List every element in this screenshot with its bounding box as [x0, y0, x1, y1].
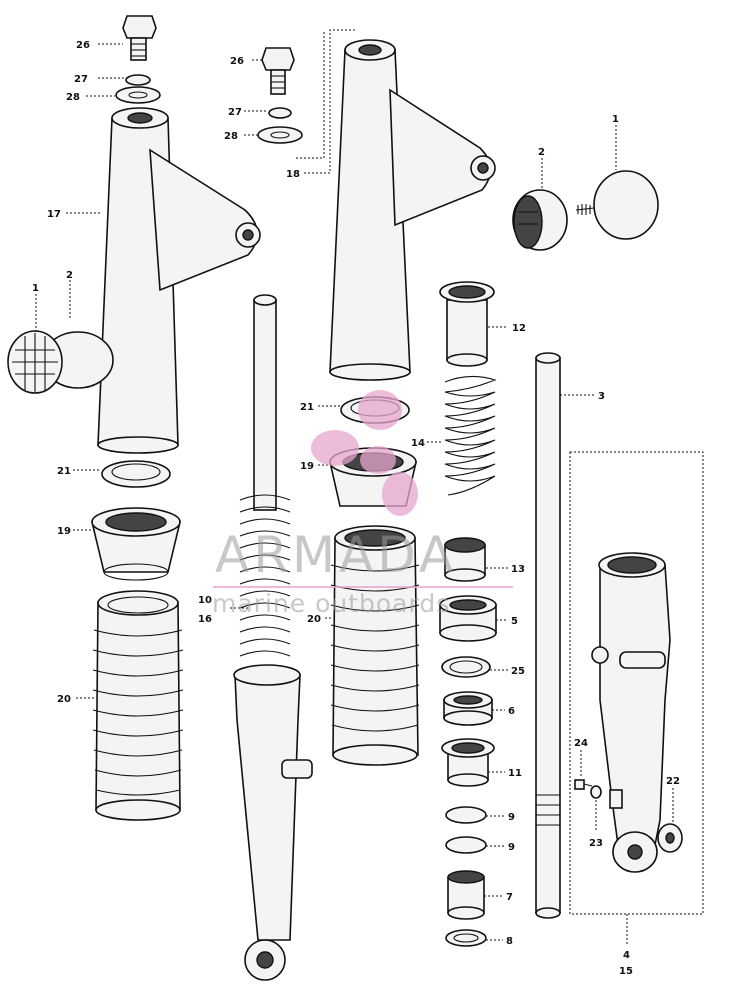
callout-11: 11: [508, 768, 522, 779]
callout-1-left: 1: [32, 283, 39, 294]
callout-22: 22: [666, 776, 680, 787]
callout-7: 7: [506, 892, 513, 903]
callout-19-mid: 19: [300, 461, 314, 472]
ring-9-a: [445, 806, 487, 824]
part-5: [439, 595, 497, 642]
callout-23: 23: [589, 838, 603, 849]
cup-19-left: [90, 507, 182, 581]
bolt-24: [574, 779, 593, 790]
callout-2-left: 2: [66, 270, 73, 281]
part-7: [447, 870, 485, 920]
part-6: [443, 691, 493, 726]
spacer-12: [439, 281, 495, 367]
callout-20-mid: 20: [307, 614, 321, 625]
callout-1-right: 1: [612, 114, 619, 125]
boot-20-mid: [330, 525, 420, 766]
callout-27-mid: 27: [228, 107, 242, 118]
callout-21-left: 21: [57, 466, 71, 477]
watermark-brand: ARMADA: [215, 526, 457, 584]
callout-13: 13: [511, 564, 525, 575]
callout-14: 14: [411, 438, 425, 449]
washer-23: [590, 785, 602, 799]
callout-9-b: 9: [508, 842, 515, 853]
callout-21-mid: 21: [300, 402, 314, 413]
callout-8: 8: [506, 936, 513, 947]
callout-9-a: 9: [508, 812, 515, 823]
callout-26-mid: 26: [230, 56, 244, 67]
callout-26-left: 26: [76, 40, 90, 51]
washer-28-left: [115, 86, 161, 104]
boot-20-left: [92, 590, 184, 821]
callout-labels: 26 27 28 17 1 2 21 19 20 26 27 28 18 1 2…: [32, 40, 680, 977]
ring-21-left: [101, 460, 171, 488]
washer-28-mid: [257, 126, 303, 144]
ring-9-b: [445, 836, 487, 854]
watermark: ARMADA marine outboards: [212, 390, 513, 618]
inner-tube-3: [535, 352, 561, 919]
washer-27-left: [125, 74, 151, 86]
reflector-2-right: [512, 189, 568, 251]
assembly-box-4-15: [569, 451, 704, 915]
callout-24: 24: [574, 738, 588, 749]
headlight-stay-17: [97, 107, 261, 454]
callout-15: 15: [619, 966, 633, 977]
callout-2-right: 2: [538, 147, 545, 158]
clip-25: [441, 656, 491, 678]
washer-22: [657, 823, 683, 853]
part-11: [441, 738, 495, 787]
clip-8: [445, 929, 487, 947]
bottom-case-4-15: [591, 552, 671, 873]
watermark-tagline: marine outboards: [212, 589, 450, 618]
callout-20-left: 20: [57, 694, 71, 705]
bolt-26-left: [122, 15, 157, 61]
watermark-propeller-logo: [311, 390, 418, 516]
callout-12: 12: [512, 323, 526, 334]
callout-6: 6: [508, 706, 515, 717]
headlight-stay-18: [329, 39, 496, 381]
washer-27-mid: [268, 107, 292, 119]
fork-assembly-10-16: [233, 294, 313, 981]
callout-19-left: 19: [57, 526, 71, 537]
callout-18: 18: [286, 169, 300, 180]
callout-27-left: 27: [74, 74, 88, 85]
callout-4: 4: [623, 950, 630, 961]
callout-5: 5: [511, 616, 518, 627]
callout-28-mid: 28: [224, 131, 238, 142]
callout-28-left: 28: [66, 92, 80, 103]
callout-16: 16: [198, 614, 212, 625]
spring-14: [444, 375, 497, 496]
bolt-26-mid: [261, 47, 295, 95]
reflector-1-right: [575, 170, 659, 240]
callout-25: 25: [511, 666, 525, 677]
leader-lines: [35, 29, 674, 945]
part-13: [444, 537, 486, 582]
reflector-1-left: [7, 330, 114, 394]
watermark-underline: [213, 586, 513, 588]
callout-10: 10: [198, 595, 212, 606]
callout-3: 3: [598, 391, 605, 402]
callout-17: 17: [47, 209, 61, 220]
